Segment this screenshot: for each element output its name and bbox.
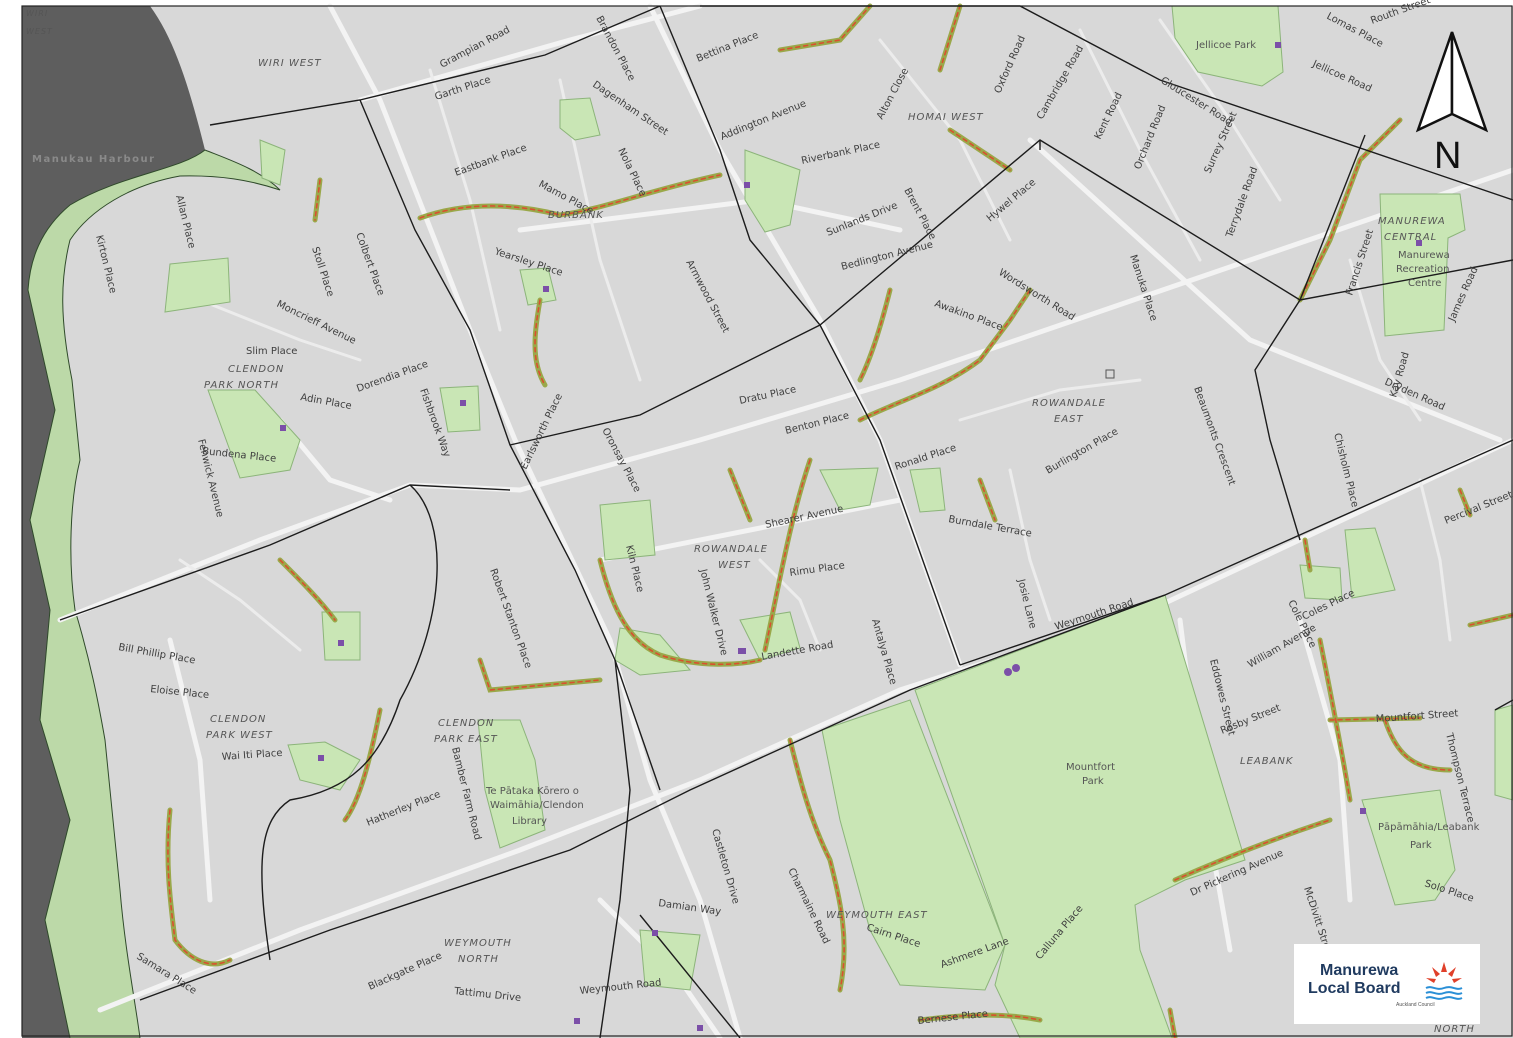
suburb-wiri-west-corner: WIRI (26, 9, 48, 18)
harbour-water (22, 6, 205, 1038)
park-label-library-3: Library (512, 816, 547, 827)
suburb-wiri-west: WIRI WEST (258, 58, 322, 69)
suburb-clendon-park-east: CLENDON (438, 718, 494, 729)
suburb-rowandale-east: ROWANDALE (1032, 398, 1106, 409)
park-label-recreation-3: Centre (1408, 278, 1441, 289)
community-markers (280, 42, 1422, 1031)
park-label-mountfort-2: Park (1082, 776, 1104, 787)
park-label-papamahia-2: Park (1410, 840, 1432, 851)
suburb-clendon-park-east-2: PARK EAST (434, 734, 498, 745)
park-papamahia[interactable] (1361, 789, 1456, 906)
park-label-library-2: Waimāhia/Clendon (490, 800, 584, 811)
suburb-leabank: LEABANK (1240, 756, 1294, 767)
suburb-clendon-park-north: CLENDON (228, 364, 284, 375)
street-label: Wai Iti Place (221, 748, 282, 763)
manurewa-logo: Manurewa Local Board Auckland Council (1294, 944, 1480, 1024)
park-label-library-1: Te Pātaka Kōrero o (485, 786, 579, 797)
park-mountfort[interactable] (914, 594, 1246, 1038)
park-library[interactable] (477, 719, 546, 849)
north-arrow (1412, 28, 1492, 188)
shore-vegetation (27, 149, 281, 1038)
suburb-burbank: BURBANK (548, 210, 604, 221)
suburb-weymouth-east: WEYMOUTH EAST (826, 910, 928, 921)
suburb-clendon-park-west-2: PARK WEST (206, 730, 273, 741)
suburb-rowandale-west: ROWANDALE (694, 544, 768, 555)
suburb-manurewa-central-2: CENTRAL (1384, 232, 1437, 243)
suburb-boundaries (59, 5, 1513, 1038)
suburb-weymouth-north: WEYMOUTH (444, 938, 512, 949)
suburb-rowandale-west-2: WEST (718, 560, 751, 571)
north-label: N (1434, 135, 1462, 177)
council-logo-icon (1425, 962, 1463, 1000)
park-label-recreation-1: Manurewa (1398, 250, 1450, 261)
suburb-weymouth-north-2: NORTH (458, 954, 499, 965)
logo-line-1: Manurewa (1320, 962, 1399, 979)
logo-subtitle: Auckland Council (1396, 1002, 1435, 1008)
suburb-north-corner: NORTH (1434, 1024, 1475, 1035)
park-label-papamahia: Pāpāmāhia/Leabank (1378, 822, 1480, 833)
walkways (165, 3, 1513, 1038)
park-label-jellicoe: Jellicoe Park (1195, 40, 1256, 51)
north-arrow-icon (1415, 31, 1489, 133)
street-label: Slim Place (246, 346, 297, 357)
suburb-clendon-park-west: CLENDON (210, 714, 266, 725)
park-recreation-centre[interactable] (1379, 193, 1466, 337)
suburb-manurewa-central: MANUREWA (1378, 216, 1446, 227)
logo-line-2: Local Board (1308, 980, 1401, 997)
park-label-mountfort: Mountfort (1066, 762, 1115, 773)
suburb-homai-west: HOMAI WEST (908, 112, 984, 123)
suburb-rowandale-east-2: EAST (1054, 414, 1084, 425)
suburb-labels: WIRI WEST WIRI WEST BURBANK HOMAI WEST M… (26, 9, 1475, 1035)
water-label: Manukau Harbour (32, 154, 156, 165)
suburb-clendon-park-north-2: PARK NORTH (204, 380, 279, 391)
park-labels: Jellicoe Park Manurewa Recreation Centre… (485, 40, 1480, 851)
park-label-recreation-2: Recreation (1396, 264, 1449, 275)
suburb-wiri-west-corner-2: WEST (26, 27, 53, 36)
park-areas (164, 5, 1513, 1038)
